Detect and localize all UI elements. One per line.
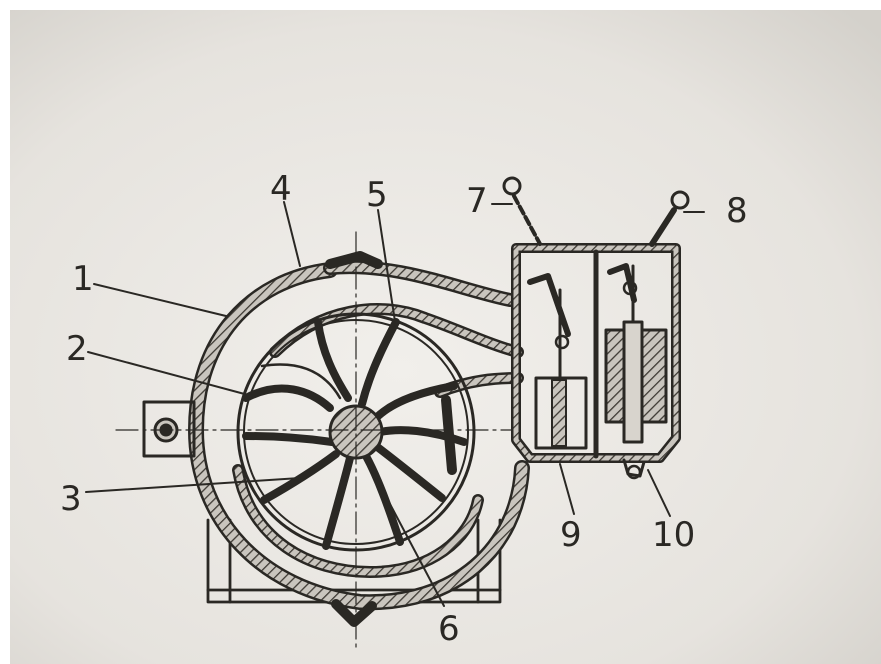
callout-4: 4 bbox=[270, 169, 292, 209]
pump-cross-section-drawing: 1 2 3 4 5 6 7 8 9 10 bbox=[10, 10, 881, 664]
handle-7 bbox=[502, 176, 542, 246]
callout-2: 2 bbox=[66, 329, 88, 369]
callout-3: 3 bbox=[60, 479, 82, 519]
leader-lines bbox=[85, 201, 705, 607]
callout-5: 5 bbox=[366, 175, 388, 215]
callout-9: 9 bbox=[560, 515, 582, 555]
callout-10: 10 bbox=[652, 515, 695, 555]
valve-block bbox=[511, 243, 681, 480]
callout-1: 1 bbox=[72, 259, 94, 299]
callout-8: 8 bbox=[726, 191, 748, 231]
handle-8 bbox=[649, 190, 690, 247]
callout-6: 6 bbox=[438, 609, 460, 649]
pump-diagram-photo: 1 2 3 4 5 6 7 8 9 10 bbox=[10, 10, 881, 664]
impeller bbox=[236, 312, 476, 552]
centre-lines bbox=[115, 231, 513, 651]
paper-background bbox=[10, 10, 881, 664]
callout-7: 7 bbox=[466, 181, 488, 221]
